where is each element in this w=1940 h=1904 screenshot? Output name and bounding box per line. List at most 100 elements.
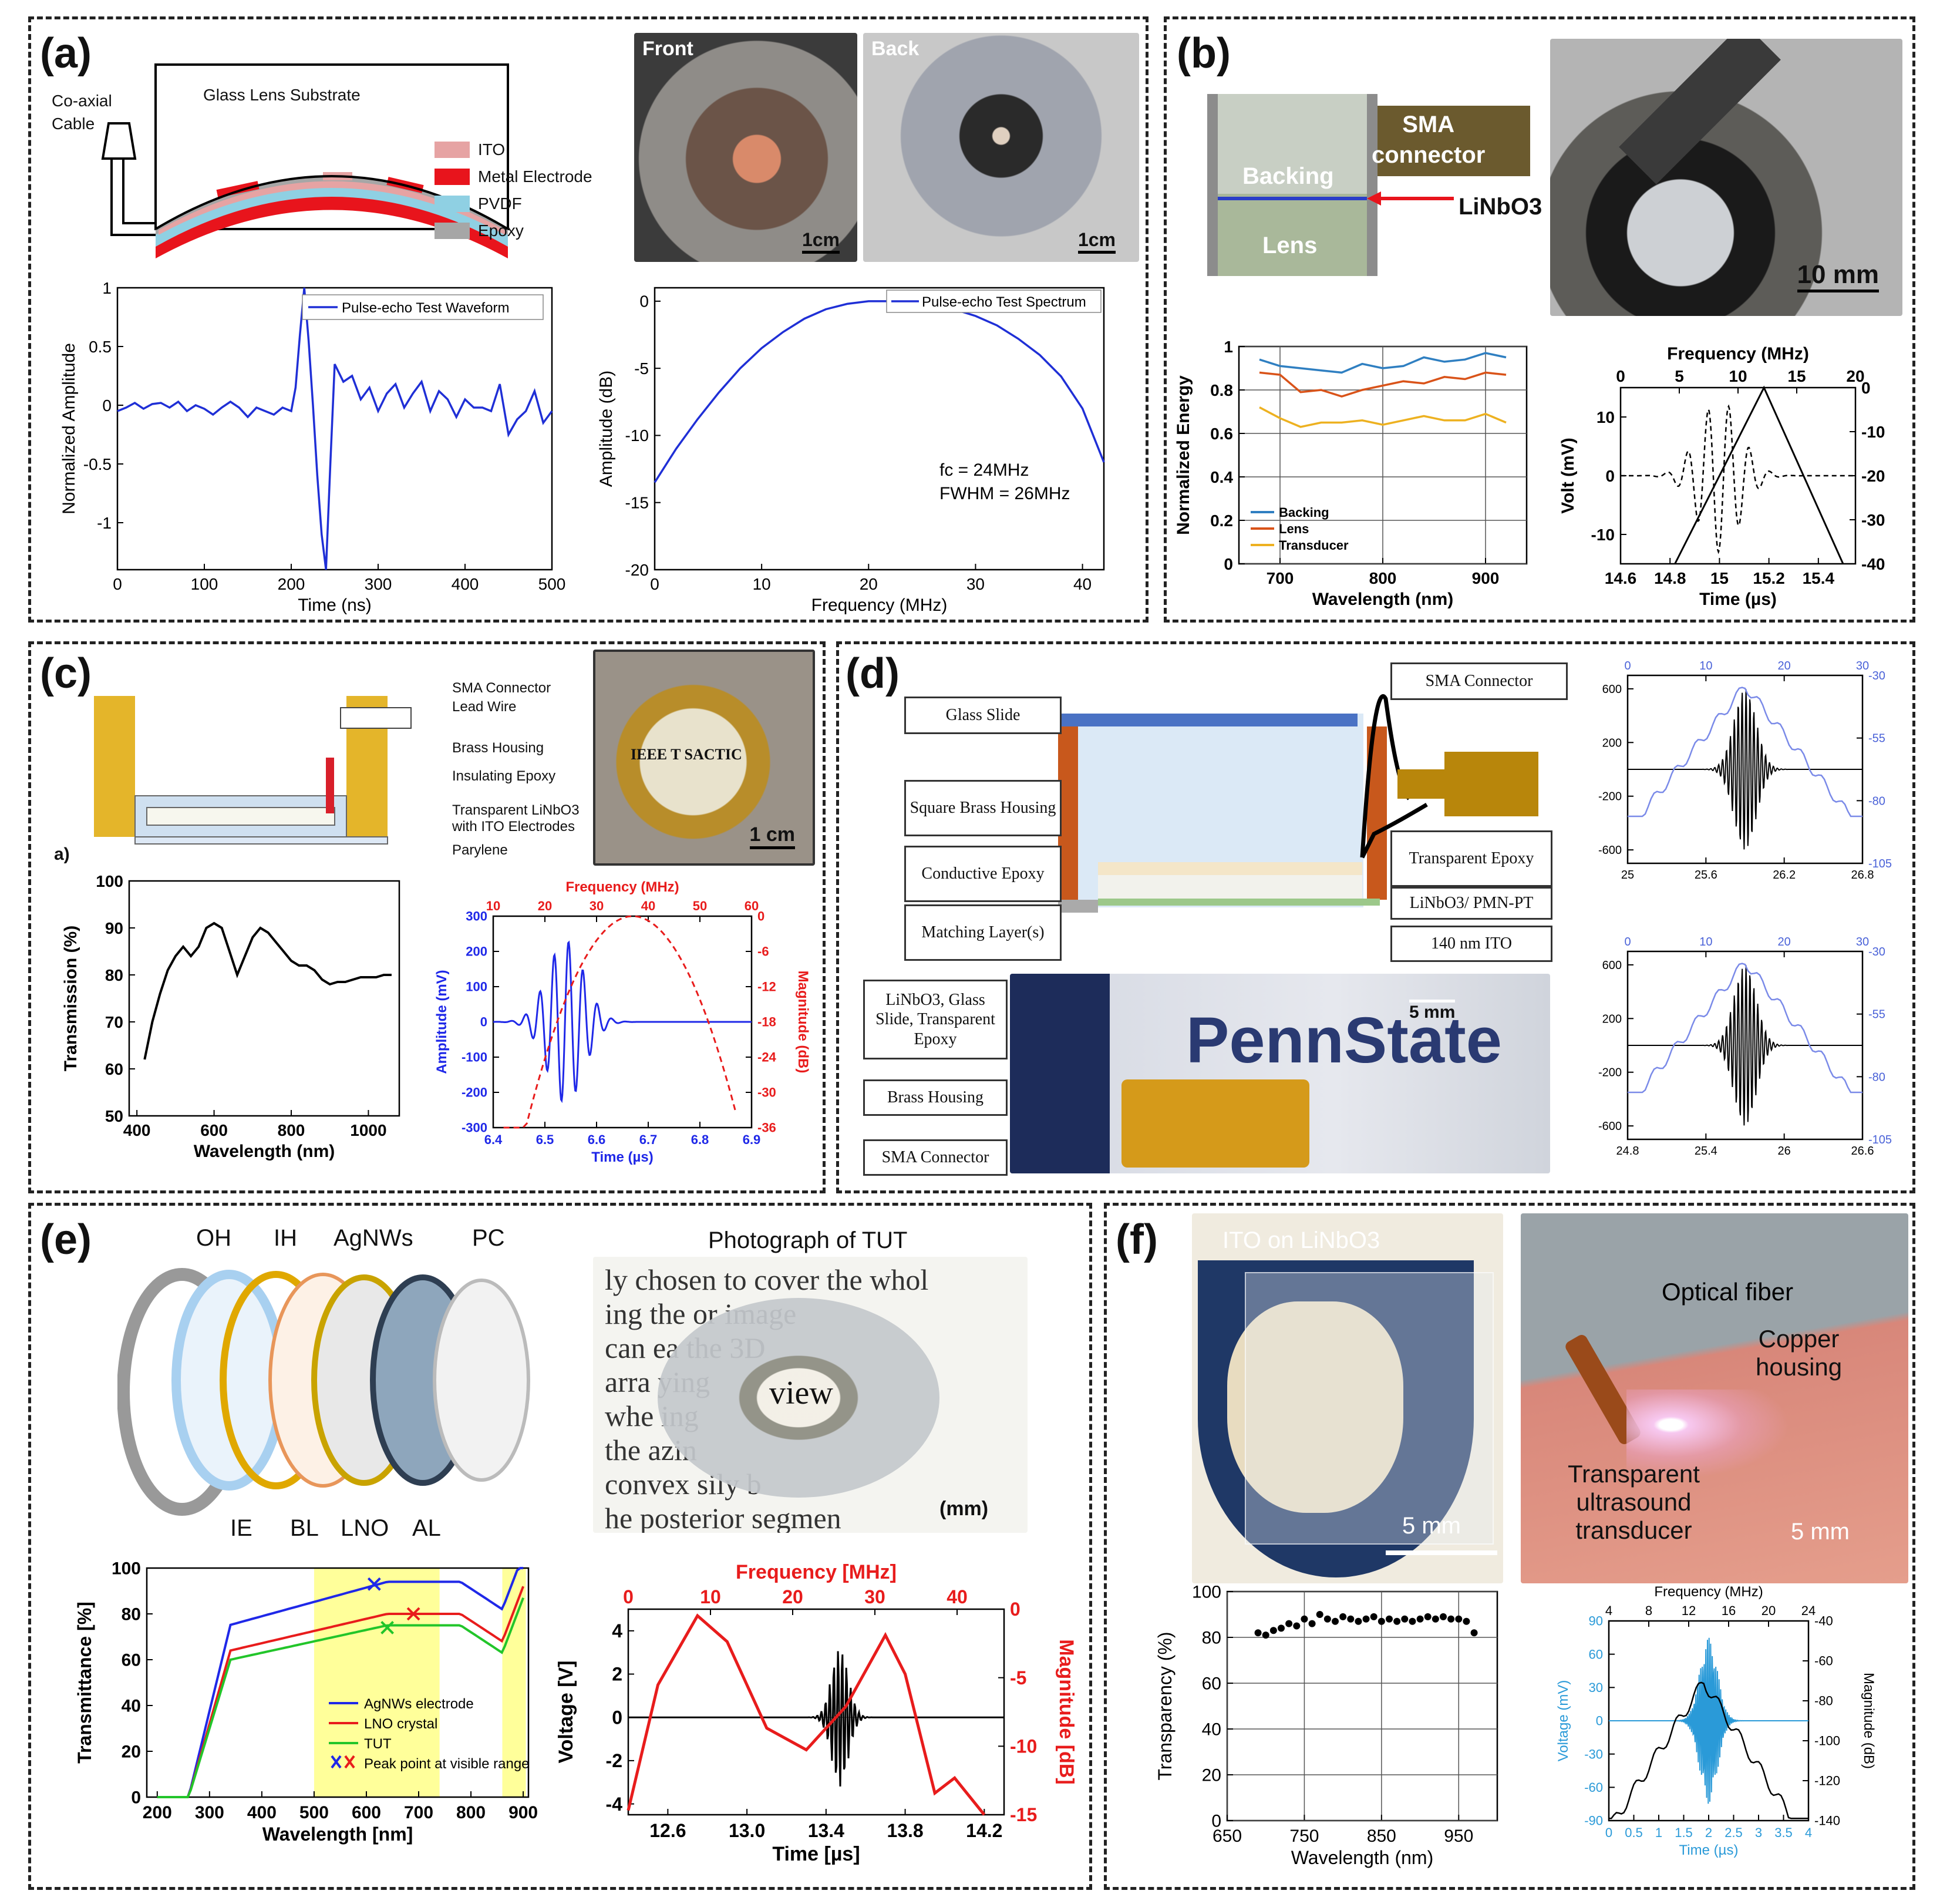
plot-frame <box>1619 386 1857 565</box>
right-tick-label: -105 <box>1868 1133 1892 1146</box>
waveform-series <box>493 940 752 1104</box>
e-line-0: ly chosen to cover the whol <box>605 1263 929 1296</box>
a-cable-label: Co-axial Cable <box>52 92 112 133</box>
data-point <box>1416 1615 1424 1623</box>
top-axis-label: Frequency (MHz) <box>565 879 679 895</box>
y-tick-label: -1 <box>97 514 112 532</box>
series-lens <box>1259 371 1507 398</box>
y-axis-label: Amplitude (dB) <box>597 371 616 487</box>
waveform-series <box>628 1651 1004 1787</box>
top-tick-label: 30 <box>864 1586 885 1607</box>
top-tick-label: 24 <box>1801 1603 1816 1618</box>
data-point <box>1447 1615 1455 1623</box>
x-tick-label: 1000 <box>350 1121 386 1139</box>
y-axis-label: Transmittance [%] <box>74 1602 95 1764</box>
right-tick-label: 0 <box>1010 1599 1020 1620</box>
e-ie: IE <box>230 1515 252 1541</box>
d-schematic <box>1058 694 1538 913</box>
x-tick-label: 12.6 <box>649 1820 686 1841</box>
y-tick-label: 300 <box>466 909 487 924</box>
f-glass <box>1245 1272 1494 1545</box>
x-tick-label: 2.5 <box>1725 1825 1743 1840</box>
top-tick-label: 5 <box>1675 367 1684 385</box>
y-tick-label: -5 <box>634 359 649 378</box>
right-axis-label: Magnitude (dB) <box>1861 1673 1877 1769</box>
x-tick-label: 6.4 <box>484 1132 503 1147</box>
c-photo: IEEE T SACTIC 1 cm <box>593 650 815 866</box>
c-label-brass: Brass Housing <box>452 740 544 756</box>
f-copper-label: Copper housing <box>1756 1325 1843 1381</box>
peak-lno <box>406 1607 420 1621</box>
front-label: Front <box>642 38 693 60</box>
y-tick-label: 600 <box>1602 683 1622 696</box>
y-tick-label: 0 <box>1605 467 1615 485</box>
y-axis-label: Transparency (%) <box>1154 1631 1176 1780</box>
b-backing-label: Backing <box>1242 163 1334 189</box>
e-photo-view: view <box>769 1375 833 1411</box>
x-tick-label: 14.8 <box>1654 569 1686 587</box>
f-tut-label: Transparent ultrasound transducer <box>1568 1460 1700 1544</box>
waveform-series <box>1628 965 1862 1126</box>
y-tick-label: -300 <box>462 1121 487 1135</box>
x-tick-label: 700 <box>1267 569 1294 587</box>
data-point <box>1455 1615 1463 1623</box>
e-pc: PC <box>472 1225 505 1251</box>
y-tick-label: 40 <box>1202 1720 1221 1740</box>
x-axis-label: Time (µs) <box>591 1149 653 1165</box>
x-tick-label: 500 <box>538 575 566 593</box>
e-photo-mm: (mm) <box>939 1498 989 1520</box>
y-tick-label: 200 <box>466 944 487 959</box>
c-schematic <box>94 696 412 845</box>
d-box-tepoxy: Transparent Epoxy <box>1390 830 1552 887</box>
right-tick-label: -80 <box>1868 1071 1885 1084</box>
right-tick-label: -24 <box>757 1050 777 1065</box>
x-tick-label: 600 <box>352 1803 381 1822</box>
e-photo-text-lines: ly chosen to cover the whol ing the or i… <box>605 1263 928 1533</box>
x-tick-label: 26.6 <box>1851 1145 1874 1158</box>
legend-cross-red <box>344 1755 355 1769</box>
data-point <box>1316 1611 1323 1618</box>
y-tick-label: 0 <box>131 1788 141 1808</box>
y-tick-label: 10 <box>1597 408 1615 426</box>
right-tick-label: -6 <box>757 944 769 959</box>
y-axis-label: Transmission (%) <box>61 926 80 1071</box>
panel-c <box>28 641 826 1193</box>
e-al: AL <box>412 1515 441 1541</box>
series-transducer <box>1259 406 1507 428</box>
data-point <box>1347 1615 1355 1623</box>
right-tick-label: -55 <box>1868 732 1885 745</box>
legend-ito: ITO <box>478 140 506 159</box>
data-point <box>1323 1615 1331 1623</box>
label-e: (e) <box>40 1216 92 1263</box>
y-axis-label: Amplitude (mV) <box>434 970 450 1074</box>
y-axis-label: Voltage (mV) <box>1555 1680 1571 1762</box>
x-tick-label: 600 <box>200 1121 228 1139</box>
y-tick-label: -30 <box>1584 1747 1603 1761</box>
e-oh: OH <box>196 1225 231 1251</box>
a-photo-front: Front 1cm <box>634 33 857 262</box>
x-tick-label: 1 <box>1655 1825 1662 1840</box>
x-axis-label: Time (µs) <box>1679 1842 1739 1858</box>
y-tick-label: -4 <box>606 1794 623 1815</box>
y-tick-label: -100 <box>462 1050 487 1065</box>
plot-frame <box>654 287 1105 571</box>
legend-label: LNO crystal <box>364 1716 437 1732</box>
d-box-brass: Square Brass Housing <box>904 780 1062 836</box>
spectrum-series <box>1674 385 1844 564</box>
x-tick-label: 400 <box>123 1121 151 1139</box>
b-schematic <box>1207 94 1530 276</box>
y-tick-label: 40 <box>122 1697 141 1716</box>
x-tick-label: 15.4 <box>1803 569 1835 587</box>
spectrum-series <box>1628 963 1862 1094</box>
legend-label: AgNWs electrode <box>364 1696 474 1712</box>
y-tick-label: 20 <box>1202 1766 1221 1785</box>
e-photo-disk <box>658 1298 939 1498</box>
f-photo-device: Optical fiber Copper housing Transparent… <box>1521 1213 1908 1583</box>
right-tick-label: -15 <box>1010 1804 1037 1825</box>
d-photo-scale: 5 mm <box>1409 1000 1456 1022</box>
data-point <box>1424 1613 1432 1620</box>
top-tick-label: 20 <box>1846 367 1864 385</box>
